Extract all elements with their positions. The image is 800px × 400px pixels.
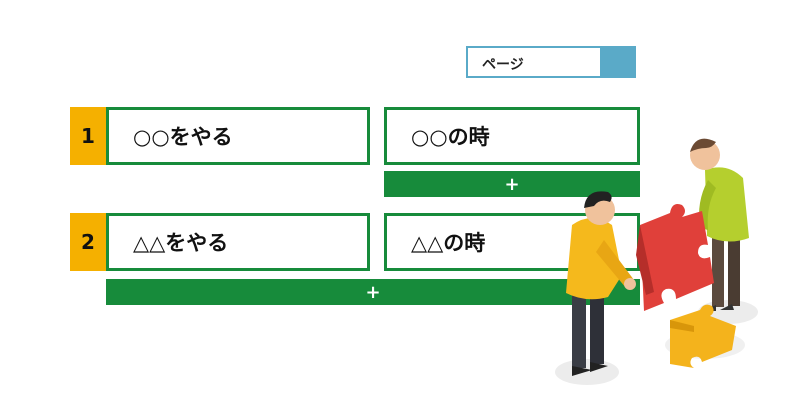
- person-green-shirt: [690, 138, 749, 311]
- red-puzzle-piece-icon: [640, 204, 714, 311]
- dropdown-arrow-icon[interactable]: [600, 48, 634, 76]
- yellow-puzzle-piece-icon: [670, 304, 736, 368]
- person-yellow-shirt: [566, 191, 636, 376]
- row-number-badge-2: 2: [70, 213, 106, 271]
- row-number-badge-1: 1: [70, 107, 106, 165]
- task-box-1[interactable]: ○○をやる: [106, 107, 370, 165]
- page-select-value: ページ: [482, 57, 524, 73]
- when-box-1[interactable]: ○○の時: [384, 107, 640, 165]
- add-row-button[interactable]: +: [106, 279, 640, 305]
- task-box-2[interactable]: △△をやる: [106, 213, 370, 271]
- puzzle-people-illustration: [555, 138, 758, 385]
- page-select[interactable]: ページ: [466, 46, 636, 78]
